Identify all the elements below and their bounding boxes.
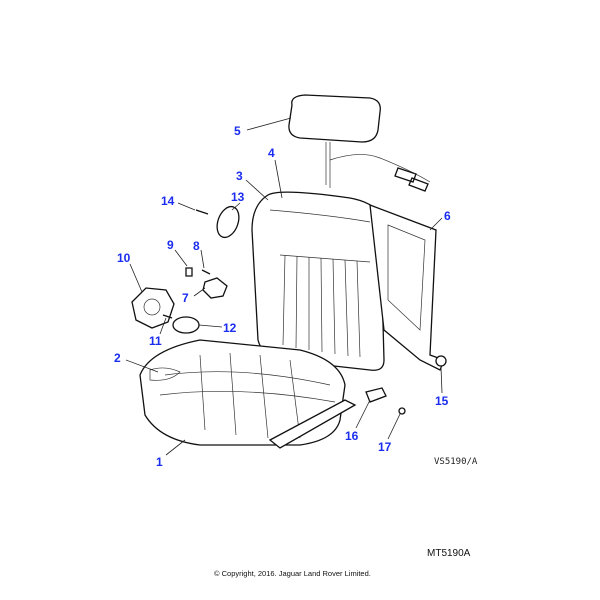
seat-cushion: [139, 339, 406, 449]
part-8-screw: [201, 269, 211, 275]
part-13-plate: [216, 205, 240, 239]
callout-12: 12: [223, 321, 237, 335]
recliner-parts: [131, 205, 240, 334]
callout-11: 11: [149, 334, 162, 348]
callout-1: 1: [156, 455, 163, 469]
callout-16: 16: [345, 429, 359, 443]
callout-9: 9: [167, 238, 174, 252]
part-11-screw: [162, 314, 173, 319]
leader-lines: [125, 117, 443, 456]
callout-7: 7: [182, 291, 189, 305]
callout-14: 14: [161, 194, 175, 208]
part-10-knob: [131, 287, 175, 329]
part-16-lever: [365, 387, 387, 403]
part-17-screw: [398, 407, 406, 415]
callout-10: 10: [117, 251, 131, 265]
callout-4: 4: [268, 146, 275, 160]
callout-17: 17: [378, 440, 392, 454]
back-panel: [369, 204, 447, 371]
part-9-nut: [185, 267, 193, 277]
callout-6: 6: [444, 209, 451, 223]
part-7-clip: [202, 277, 228, 299]
part-12-cover: [172, 316, 200, 334]
drawing-reference: VS5190/A: [434, 457, 478, 467]
callout-8: 8: [193, 239, 200, 253]
part-15-grommet: [435, 355, 447, 367]
callout-2: 2: [114, 351, 121, 365]
callout-3: 3: [236, 169, 243, 183]
headrest: [288, 94, 431, 192]
copyright-notice: © Copyright, 2016. Jaguar Land Rover Lim…: [214, 569, 371, 578]
callout-5: 5: [234, 124, 241, 138]
seat-backrest: [251, 191, 385, 371]
callout-15: 15: [435, 394, 449, 408]
callout-labels: 1 2 3 4 5 6 7 8 9 10 11 12 13 14 15 16 1…: [114, 124, 451, 469]
part-14-bolt: [195, 209, 209, 215]
illustration-code: MT5190A: [427, 548, 471, 559]
callout-13: 13: [231, 190, 245, 204]
